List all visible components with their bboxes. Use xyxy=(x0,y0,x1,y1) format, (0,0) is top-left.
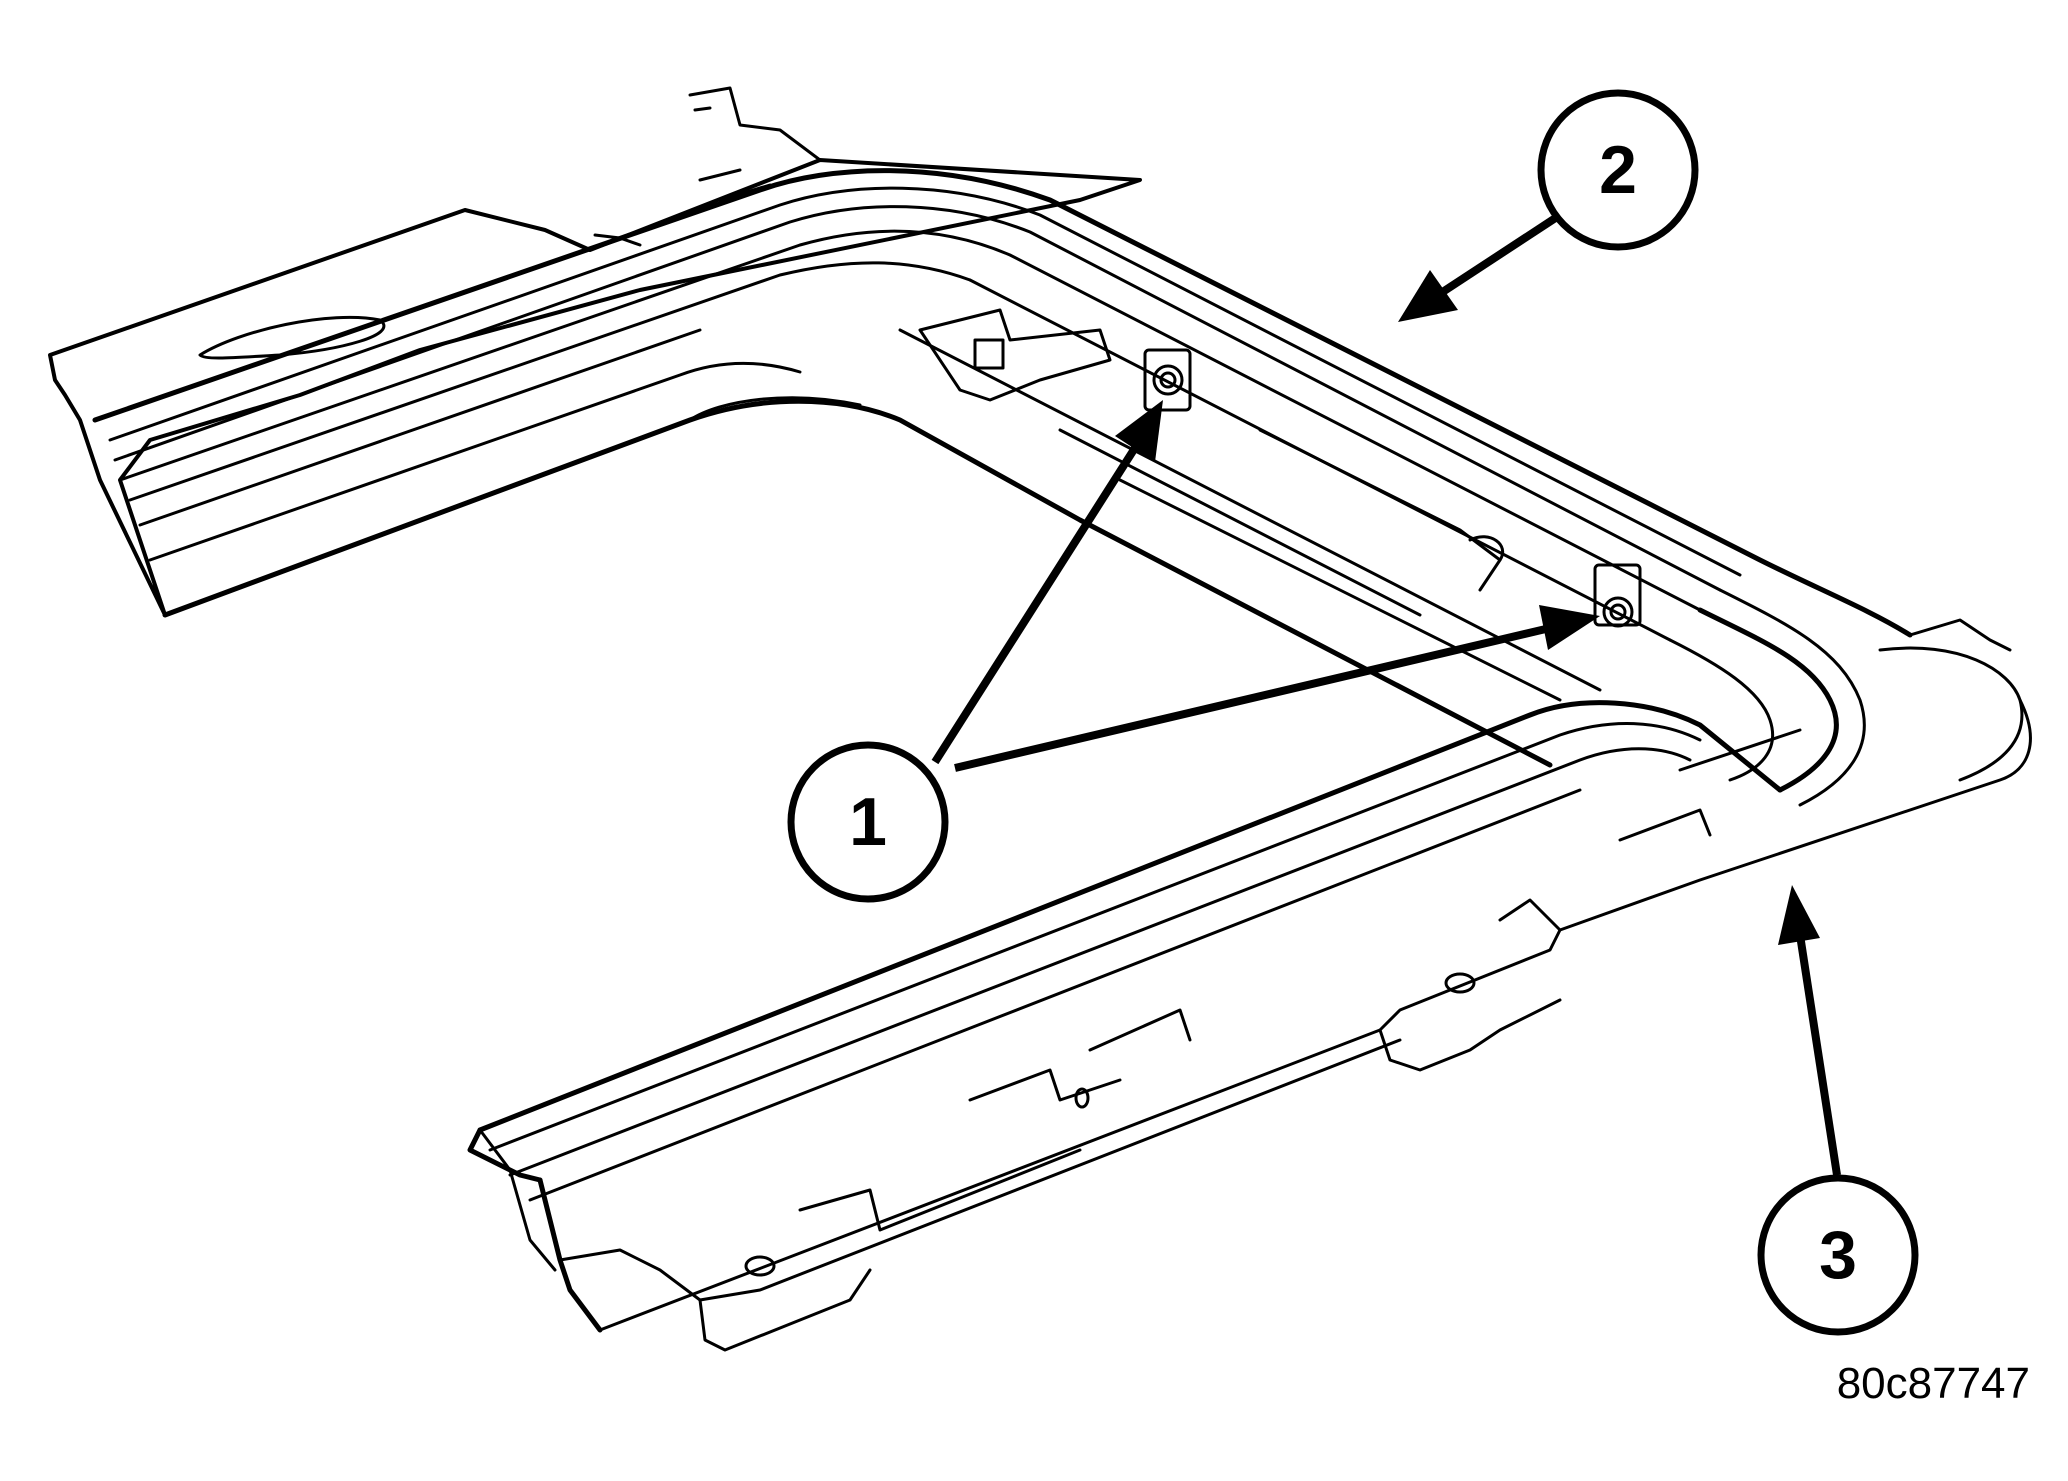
callout-1-label: 1 xyxy=(849,784,887,860)
drive-bracket xyxy=(918,308,1505,592)
callout-2: 2 xyxy=(1537,89,1699,251)
callout-3-label: 3 xyxy=(1819,1217,1857,1293)
callout-1: 1 xyxy=(787,741,949,903)
leader-line-2 xyxy=(1398,211,1563,322)
leader-line-3 xyxy=(1778,885,1841,1176)
figure-id: 80c87747 xyxy=(1836,1359,2030,1408)
callout-2-label: 2 xyxy=(1599,132,1637,208)
callout-3: 3 xyxy=(1757,1174,1919,1336)
fastener-nut-right xyxy=(1593,563,1642,628)
leader-line-1a xyxy=(931,400,1163,765)
fastener-nut-left xyxy=(1143,348,1192,412)
leader-line-1b xyxy=(954,605,1600,772)
